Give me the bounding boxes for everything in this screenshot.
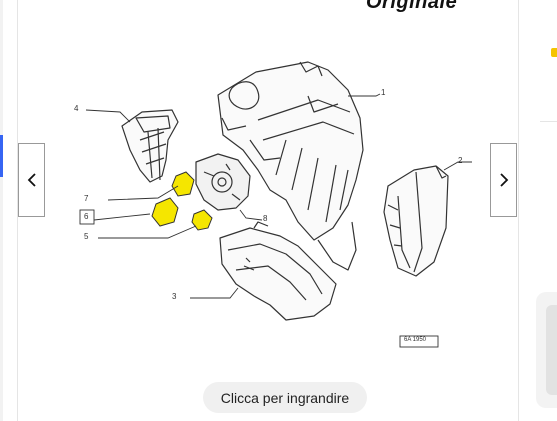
image-gallery[interactable]: 1 2 3 4 5 6 7 8 6A 1950 Originale Clicca… xyxy=(18,0,518,421)
right-card-inner xyxy=(546,305,557,395)
callout-7: 7 xyxy=(84,194,89,203)
brand-caption: Originale xyxy=(366,0,458,13)
right-badge xyxy=(551,48,557,57)
parts-diagram xyxy=(79,61,472,348)
zoom-button[interactable]: Clicca per ingrandire xyxy=(203,382,367,413)
callout-6-box xyxy=(79,209,95,225)
part-2-duct xyxy=(383,165,449,277)
part-3-lower-housing xyxy=(219,221,337,321)
callout-8: 8 xyxy=(263,214,268,223)
callout-1: 1 xyxy=(381,88,386,97)
chevron-right-icon xyxy=(499,173,508,187)
right-divider xyxy=(540,121,557,122)
callout-5: 5 xyxy=(84,232,89,241)
gallery-border-right xyxy=(518,0,519,421)
reference-code: 6A 1950 xyxy=(404,337,427,343)
gallery-border-left xyxy=(17,0,18,421)
part-4-vent-duct xyxy=(121,109,179,183)
part-1-heater-box xyxy=(217,61,364,271)
previous-image-button[interactable] xyxy=(18,143,45,217)
callout-6: 6 xyxy=(84,212,89,221)
highlighted-actuators xyxy=(151,171,213,231)
reference-code-box xyxy=(399,335,439,348)
chevron-left-icon xyxy=(27,173,36,187)
part-8-blower-motor xyxy=(195,153,251,211)
callout-3: 3 xyxy=(172,292,177,301)
callout-2: 2 xyxy=(458,156,463,165)
next-image-button[interactable] xyxy=(490,143,517,217)
callout-4: 4 xyxy=(74,104,79,113)
left-thumbnail-strip xyxy=(0,0,3,421)
active-thumbnail-indicator[interactable] xyxy=(0,135,3,177)
